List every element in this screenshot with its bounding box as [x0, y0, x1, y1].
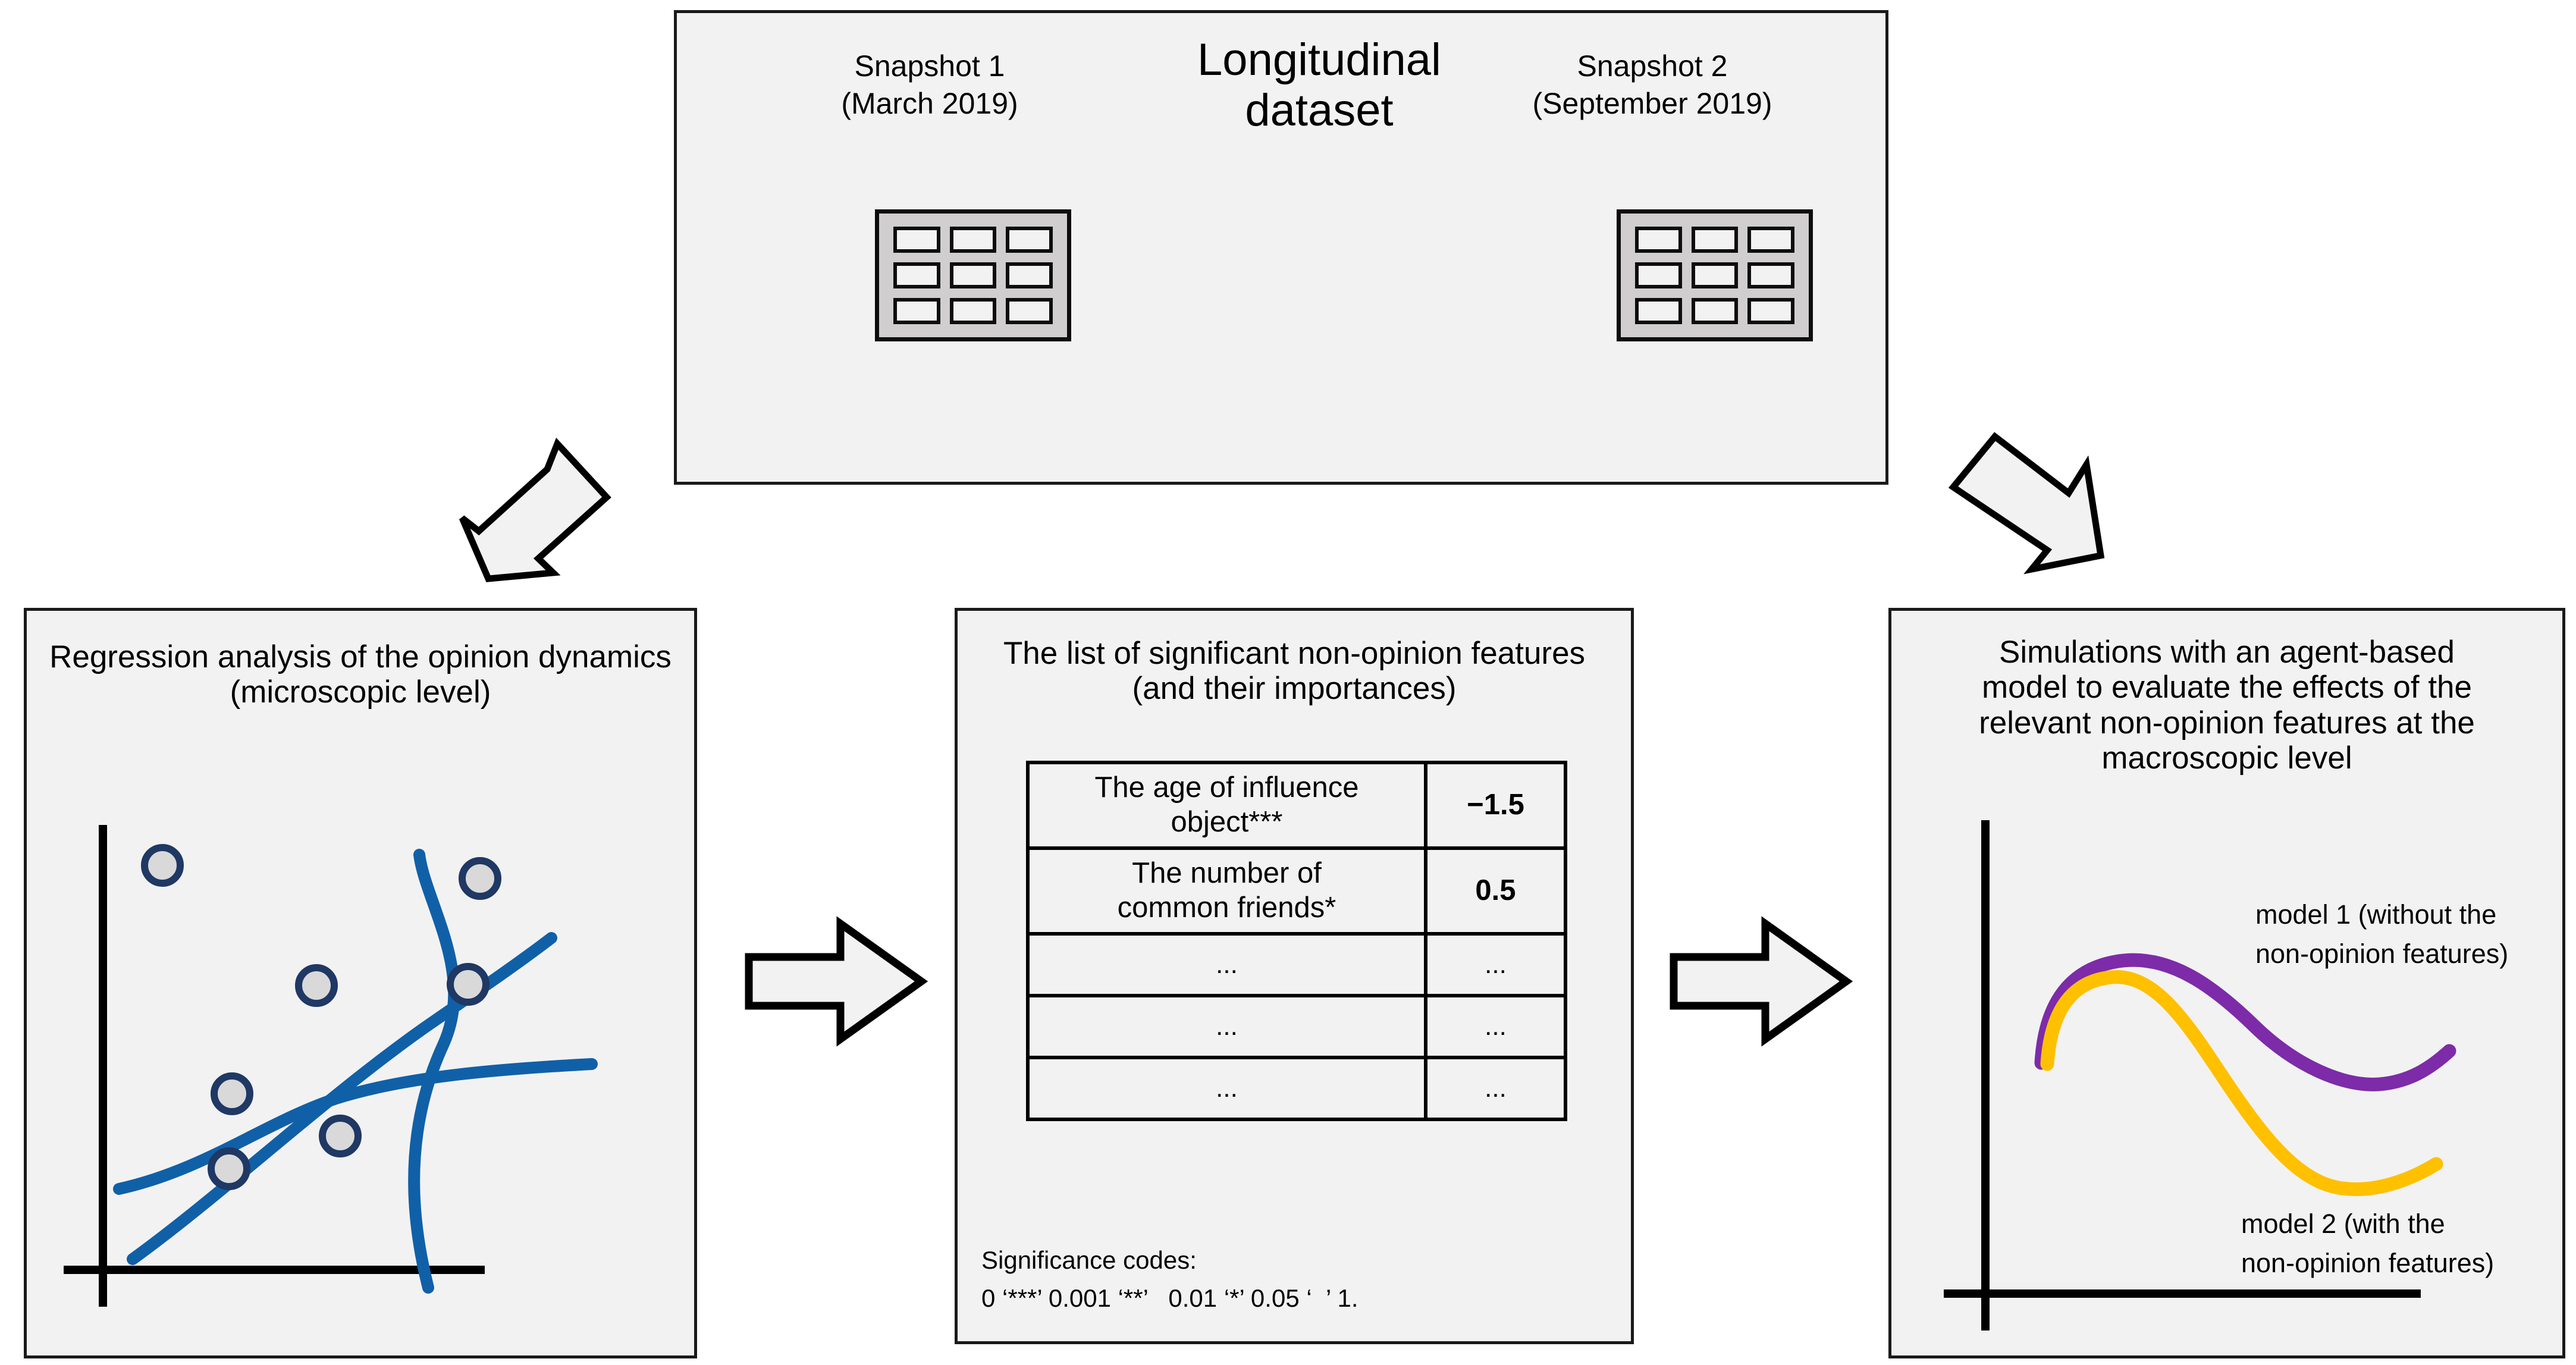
- grid-cell: [893, 262, 940, 288]
- grid-cell: [1747, 227, 1794, 253]
- feature-importance-cell: 0.5: [1423, 846, 1568, 936]
- regression-scatter-chart: [64, 825, 598, 1307]
- feature-name-cell: ...: [1026, 994, 1427, 1059]
- table-row: ... ...: [1026, 1056, 1568, 1121]
- feature-importance-table: The age of influence object*** −1.5 The …: [1026, 761, 1568, 1121]
- arrow-top-left-icon: [459, 437, 611, 582]
- model2-label-line2: non-opinion features): [2241, 1248, 2494, 1278]
- grid-cell: [1691, 262, 1739, 288]
- regression-analysis-panel: Regression analysis of the opinion dynam…: [24, 608, 697, 1358]
- grid-cell: [949, 262, 997, 288]
- simulation-panel-title: Simulations with an agent-based model to…: [1979, 635, 2475, 776]
- model2-curve: [2040, 970, 2443, 1196]
- fit-curve-steep: [408, 849, 460, 1294]
- grid-cell: [1635, 227, 1682, 253]
- snapshot-1-table-icon: [875, 209, 1071, 341]
- simulation-panel: Simulations with an agent-based model to…: [1888, 608, 2565, 1358]
- feature-name-cell: The age of influence object***: [1026, 761, 1427, 850]
- arrow-left-to-middle-icon: [745, 916, 928, 1047]
- grid-cell: [949, 227, 997, 253]
- snapshot-2-label: Snapshot 2 (September 2019): [1532, 49, 1772, 120]
- data-point: [295, 964, 338, 1007]
- table-row: ... ...: [1026, 994, 1568, 1059]
- feature-importance-cell: ...: [1423, 994, 1568, 1059]
- feature-name-cell: The number of common friends*: [1026, 846, 1427, 936]
- grid-cell: [1691, 298, 1739, 324]
- feature-importance-cell: ...: [1423, 932, 1568, 997]
- model2-label-line1: model 2 (with the: [2241, 1209, 2445, 1239]
- model1-label-line1: model 1 (without the: [2255, 899, 2496, 930]
- model1-curve: [2034, 953, 2456, 1091]
- feature-importance-cell: ...: [1423, 1056, 1568, 1121]
- grid-cell: [893, 227, 940, 253]
- grid-cell: [1635, 262, 1682, 288]
- data-point: [208, 1147, 250, 1190]
- table-row: The age of influence object*** −1.5: [1026, 761, 1568, 850]
- significance-codes-block: Significance codes: 0 ‘***’ 0.001 ‘**’ 0…: [971, 1241, 1625, 1317]
- grid-cell: [949, 298, 997, 324]
- simulation-line-chart: model 1 (without the non-opinion feature…: [1944, 820, 2508, 1331]
- grid-cell: [1635, 298, 1682, 324]
- snapshot-1-label: Snapshot 1 (March 2019): [841, 49, 1018, 120]
- data-point: [211, 1072, 253, 1115]
- grid-cell: [893, 298, 940, 324]
- table-row: ... ...: [1026, 932, 1568, 997]
- arrow-middle-to-right-icon: [1670, 916, 1853, 1047]
- arrow-top-right-icon: [1948, 432, 2105, 575]
- fit-curve-linear: [127, 932, 557, 1265]
- grid-cell: [1006, 227, 1053, 253]
- significant-features-panel: The list of significant non-opinion feat…: [955, 608, 1634, 1344]
- significance-heading: Significance codes:: [981, 1246, 1197, 1274]
- grid-cell: [1006, 262, 1053, 288]
- feature-name-cell: ...: [1026, 932, 1427, 997]
- grid-cell: [1006, 298, 1053, 324]
- model1-label-line2: non-opinion features): [2255, 939, 2508, 969]
- feature-name-cell: ...: [1026, 1056, 1427, 1121]
- grid-cell: [1747, 298, 1794, 324]
- grid-cell: [1747, 262, 1794, 288]
- longitudinal-dataset-panel: Longitudinal dataset Snapshot 1 (March 2…: [674, 10, 1888, 485]
- table-row: The number of common friends* 0.5: [1026, 846, 1568, 936]
- feature-importance-cell: −1.5: [1423, 761, 1568, 850]
- data-point: [447, 963, 490, 1006]
- data-point: [459, 857, 501, 900]
- data-point: [319, 1115, 362, 1157]
- features-panel-title: The list of significant non-opinion feat…: [1003, 636, 1586, 707]
- data-point: [141, 844, 184, 887]
- dataset-title: Longitudinal dataset: [1197, 34, 1441, 136]
- grid-cell: [1691, 227, 1739, 253]
- regression-panel-title: Regression analysis of the opinion dynam…: [49, 639, 672, 710]
- snapshot-2-table-icon: [1617, 209, 1813, 341]
- significance-codes: 0 ‘***’ 0.001 ‘**’ 0.01 ‘*’ 0.05 ‘ ’ 1.: [981, 1284, 1358, 1312]
